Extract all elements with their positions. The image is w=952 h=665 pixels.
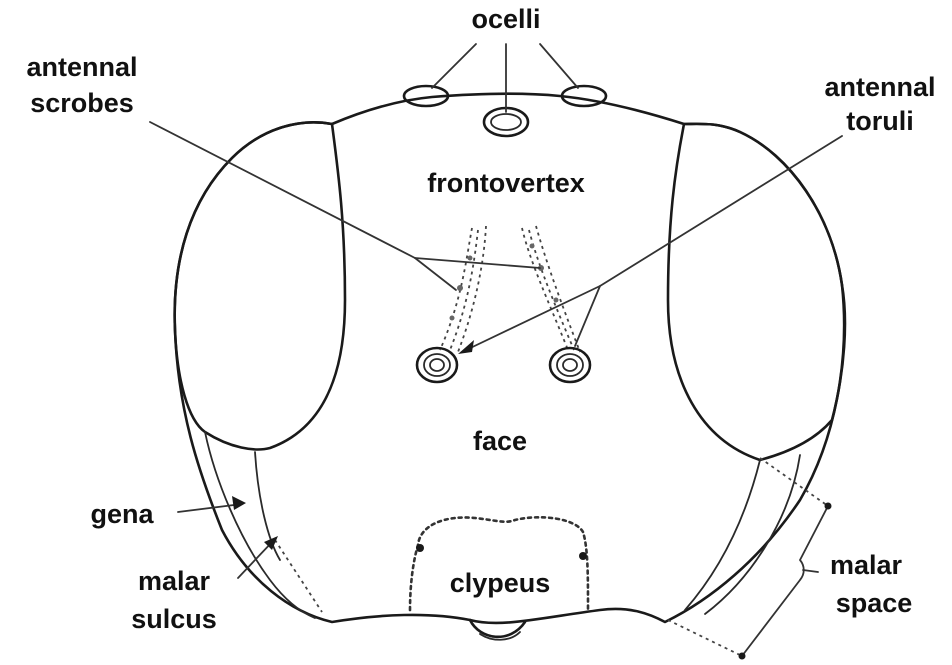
label-malar-sulcus-2: sulcus bbox=[131, 604, 217, 634]
label-ocelli: ocelli bbox=[471, 4, 540, 34]
label-malar-space-1: malar bbox=[830, 550, 903, 580]
label-malar-sulcus-1: malar bbox=[138, 566, 211, 596]
label-face: face bbox=[473, 426, 527, 456]
scrobes-leader-left bbox=[415, 258, 456, 290]
malar-space-bracket bbox=[742, 506, 828, 656]
left-gena-inner-line bbox=[205, 432, 315, 618]
right-gena-outer-line bbox=[705, 455, 800, 614]
label-gena: gena bbox=[90, 499, 154, 529]
label-malar-space-2: space bbox=[836, 588, 913, 618]
left-malar-dotted bbox=[275, 540, 322, 612]
right-gena-inner-line bbox=[685, 460, 760, 610]
left-compound-eye bbox=[175, 122, 345, 449]
malar-space-end-top bbox=[825, 503, 832, 510]
toruli-leader-right bbox=[575, 286, 600, 346]
clypeus-pit-right bbox=[579, 552, 587, 560]
gena-leader bbox=[178, 504, 242, 512]
ocelli-leader-left bbox=[432, 44, 476, 88]
label-clypeus: clypeus bbox=[450, 568, 551, 598]
malar-space-end-bottom bbox=[739, 653, 746, 660]
malar-space-dotted-bottom bbox=[668, 620, 742, 656]
ocelli-leader-right bbox=[540, 44, 578, 88]
right-antennal-scrobe bbox=[522, 226, 580, 352]
toruli-arrowhead bbox=[458, 340, 474, 354]
label-antennal-toruli-1: antennal bbox=[824, 72, 935, 102]
toruli-leader-main bbox=[600, 136, 842, 286]
scrobes-leader-right bbox=[415, 258, 540, 268]
left-antennal-scrobe bbox=[440, 226, 486, 352]
clypeus-pit-left bbox=[416, 544, 424, 552]
label-antennal-scrobes-2: scrobes bbox=[30, 88, 134, 118]
malar-space-bracket-tick bbox=[803, 570, 818, 572]
label-antennal-toruli-2: toruli bbox=[846, 106, 914, 136]
scrobes-leader-main bbox=[150, 122, 415, 258]
right-compound-eye bbox=[668, 124, 845, 460]
label-antennal-scrobes-1: antennal bbox=[26, 52, 137, 82]
label-frontovertex: frontovertex bbox=[427, 168, 585, 198]
gena-arrowhead bbox=[232, 496, 246, 510]
toruli-leader-left bbox=[462, 286, 600, 352]
right-antennal-torulus bbox=[550, 348, 590, 382]
left-antennal-torulus bbox=[417, 348, 457, 382]
median-ocellus-inner bbox=[491, 114, 521, 130]
